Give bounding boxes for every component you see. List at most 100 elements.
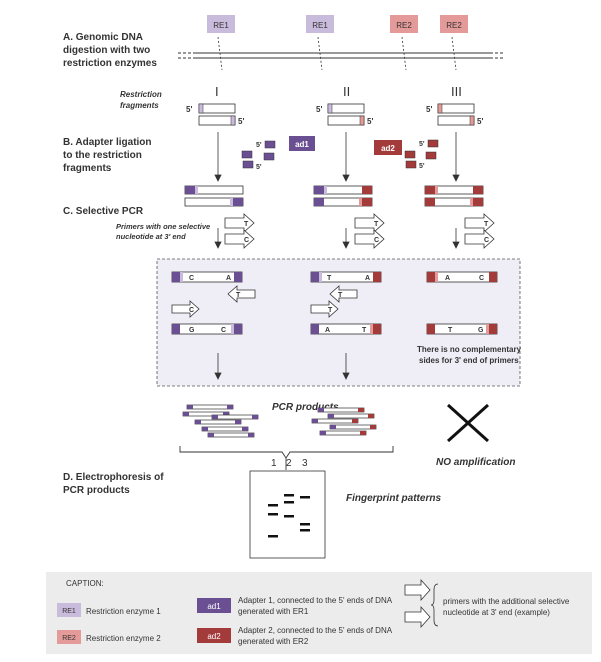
base-letter: A [226, 275, 231, 282]
no-complement-line2: sides for 3' end of primers [419, 356, 519, 365]
ad2-label-box [374, 140, 402, 155]
section-a-line3: restriction enzymes [63, 58, 157, 69]
cut-site-re1 [317, 36, 323, 71]
step-arrows-b [214, 132, 460, 182]
pcr-group-3: A C T G There is no complementary sides … [417, 271, 522, 365]
caption-primer-bracket [430, 583, 439, 627]
caption-re2-swatch [57, 630, 81, 644]
caption-re1-desc: Restriction enzyme 1 [86, 607, 161, 616]
pcr-products-right [311, 407, 377, 436]
base-letter: G [189, 327, 195, 334]
pcr-products-left [182, 404, 259, 438]
caption-ad2-label: ad2 [207, 632, 221, 641]
five-prime-label: 5' [186, 105, 192, 114]
section-a-line2: digestion with two [63, 45, 150, 56]
caption-re2-desc: Restriction enzyme 2 [86, 634, 161, 643]
step-arrows-products [214, 353, 350, 380]
primer-letter: C [374, 237, 379, 244]
caption-re2-label: RE2 [62, 635, 76, 642]
primer-letter: T [244, 221, 249, 228]
lane-label-1: 1 [271, 458, 277, 469]
re1-label: RE1 [213, 21, 229, 30]
caption-ad2-desc-line1: Adapter 2, connected to the 5' ends of D… [238, 626, 393, 635]
base-letter: C [479, 275, 484, 282]
no-amplification-label: NO amplification [436, 457, 515, 468]
re2-label: RE2 [396, 21, 412, 30]
caption-ad1-swatch [197, 598, 231, 613]
restriction-fragments-label-line1: Restriction [120, 90, 162, 99]
section-a-line1: A. Genomic DNA [63, 32, 143, 43]
primers-label-line2: nucleotide at 3' end [116, 232, 186, 241]
section-d-line1: D. Electrophoresis of [63, 472, 164, 483]
five-prime-label: 5' [367, 117, 373, 126]
re2-label-box [440, 15, 468, 33]
pcr-group-1: C A T C G C [171, 271, 256, 335]
base-letter: A [445, 275, 450, 282]
genomic-dna [176, 36, 505, 71]
fingerprint-patterns-label: Fingerprint patterns [346, 493, 441, 504]
primer-letter: C [484, 237, 489, 244]
fragment-i: 5' 5' [186, 103, 244, 126]
re-site-labels: RE1 RE1 RE2 RE2 [207, 15, 468, 33]
base-letter: G [478, 327, 484, 334]
re2-label: RE2 [446, 21, 462, 30]
base-letter: C [189, 275, 194, 282]
base-letter: T [327, 275, 332, 282]
re1-label-box [207, 15, 235, 33]
ad1-label: ad1 [295, 140, 309, 149]
base-letter: A [365, 275, 370, 282]
caption-ad1-desc-line1: Adapter 1, connected to the 5' ends of D… [238, 596, 393, 605]
re1-label: RE1 [312, 21, 328, 30]
step-arrows-c [214, 228, 460, 249]
caption-ad2-desc-line2: generated with ER2 [238, 637, 309, 646]
caption-ad2-swatch [197, 628, 231, 643]
primer-arrows-i: T C [224, 213, 255, 249]
caption-re1-label: RE1 [62, 608, 76, 615]
caption-primers-desc-line1: primers with the additional selective [443, 597, 570, 606]
base-letter: A [325, 327, 330, 334]
primers-label-line1: Primers with one selective [116, 222, 210, 231]
primer-letter: T [374, 221, 379, 228]
five-prime-label: 5' [238, 117, 244, 126]
primer-letter: C [189, 307, 194, 314]
base-letter: T [448, 327, 453, 334]
lane-label-3: 3 [302, 458, 308, 469]
five-prime-label: 5' [256, 142, 262, 149]
ligated-fragment-i [184, 185, 244, 207]
pcr-products-label: PCR products [272, 402, 339, 413]
primer-letter: T [484, 221, 489, 228]
caption-ad1-label: ad1 [207, 602, 221, 611]
ad2-label: ad2 [381, 144, 395, 153]
product-brace [179, 446, 394, 459]
base-letter: T [362, 327, 367, 334]
five-prime-label: 5' [256, 164, 262, 171]
cut-site-re2 [401, 36, 407, 71]
fragment-label-ii: II [343, 84, 350, 99]
five-prime-label: 5' [419, 163, 425, 170]
restriction-fragments-label-line2: fragments [120, 101, 159, 110]
primer-letter: T [236, 292, 241, 299]
ligated-fragment-iii [424, 185, 484, 207]
caption-primer-icon [404, 578, 431, 629]
fragment-iii: 5' 5' [426, 103, 483, 126]
caption-primers-desc-line2: nucleotide at 3' end (example) [443, 608, 550, 617]
pcr-group-2: T A T T A T [310, 271, 382, 335]
base-letter: C [221, 327, 226, 334]
ligated-fragment-ii [313, 185, 373, 207]
gel-bands [268, 494, 310, 538]
five-prime-label: 5' [316, 105, 322, 114]
caption-ad1-desc-line2: generated with ER1 [238, 607, 309, 616]
primer-letter: C [244, 237, 249, 244]
no-amplification-cross-icon [446, 403, 490, 443]
fragment-label-iii: III [451, 84, 462, 99]
section-b-line2: to the restriction [63, 150, 142, 161]
lane-label-2: 2 [286, 458, 292, 469]
primer-arrows-iii: T C [464, 213, 495, 249]
five-prime-label: 5' [477, 117, 483, 126]
section-c-title: C. Selective PCR [63, 206, 144, 217]
section-b-line1: B. Adapter ligation [63, 137, 152, 148]
fragment-ii: 5' 5' [316, 103, 373, 126]
caption-title: CAPTION: [66, 579, 104, 588]
primer-letter: T [328, 307, 333, 314]
